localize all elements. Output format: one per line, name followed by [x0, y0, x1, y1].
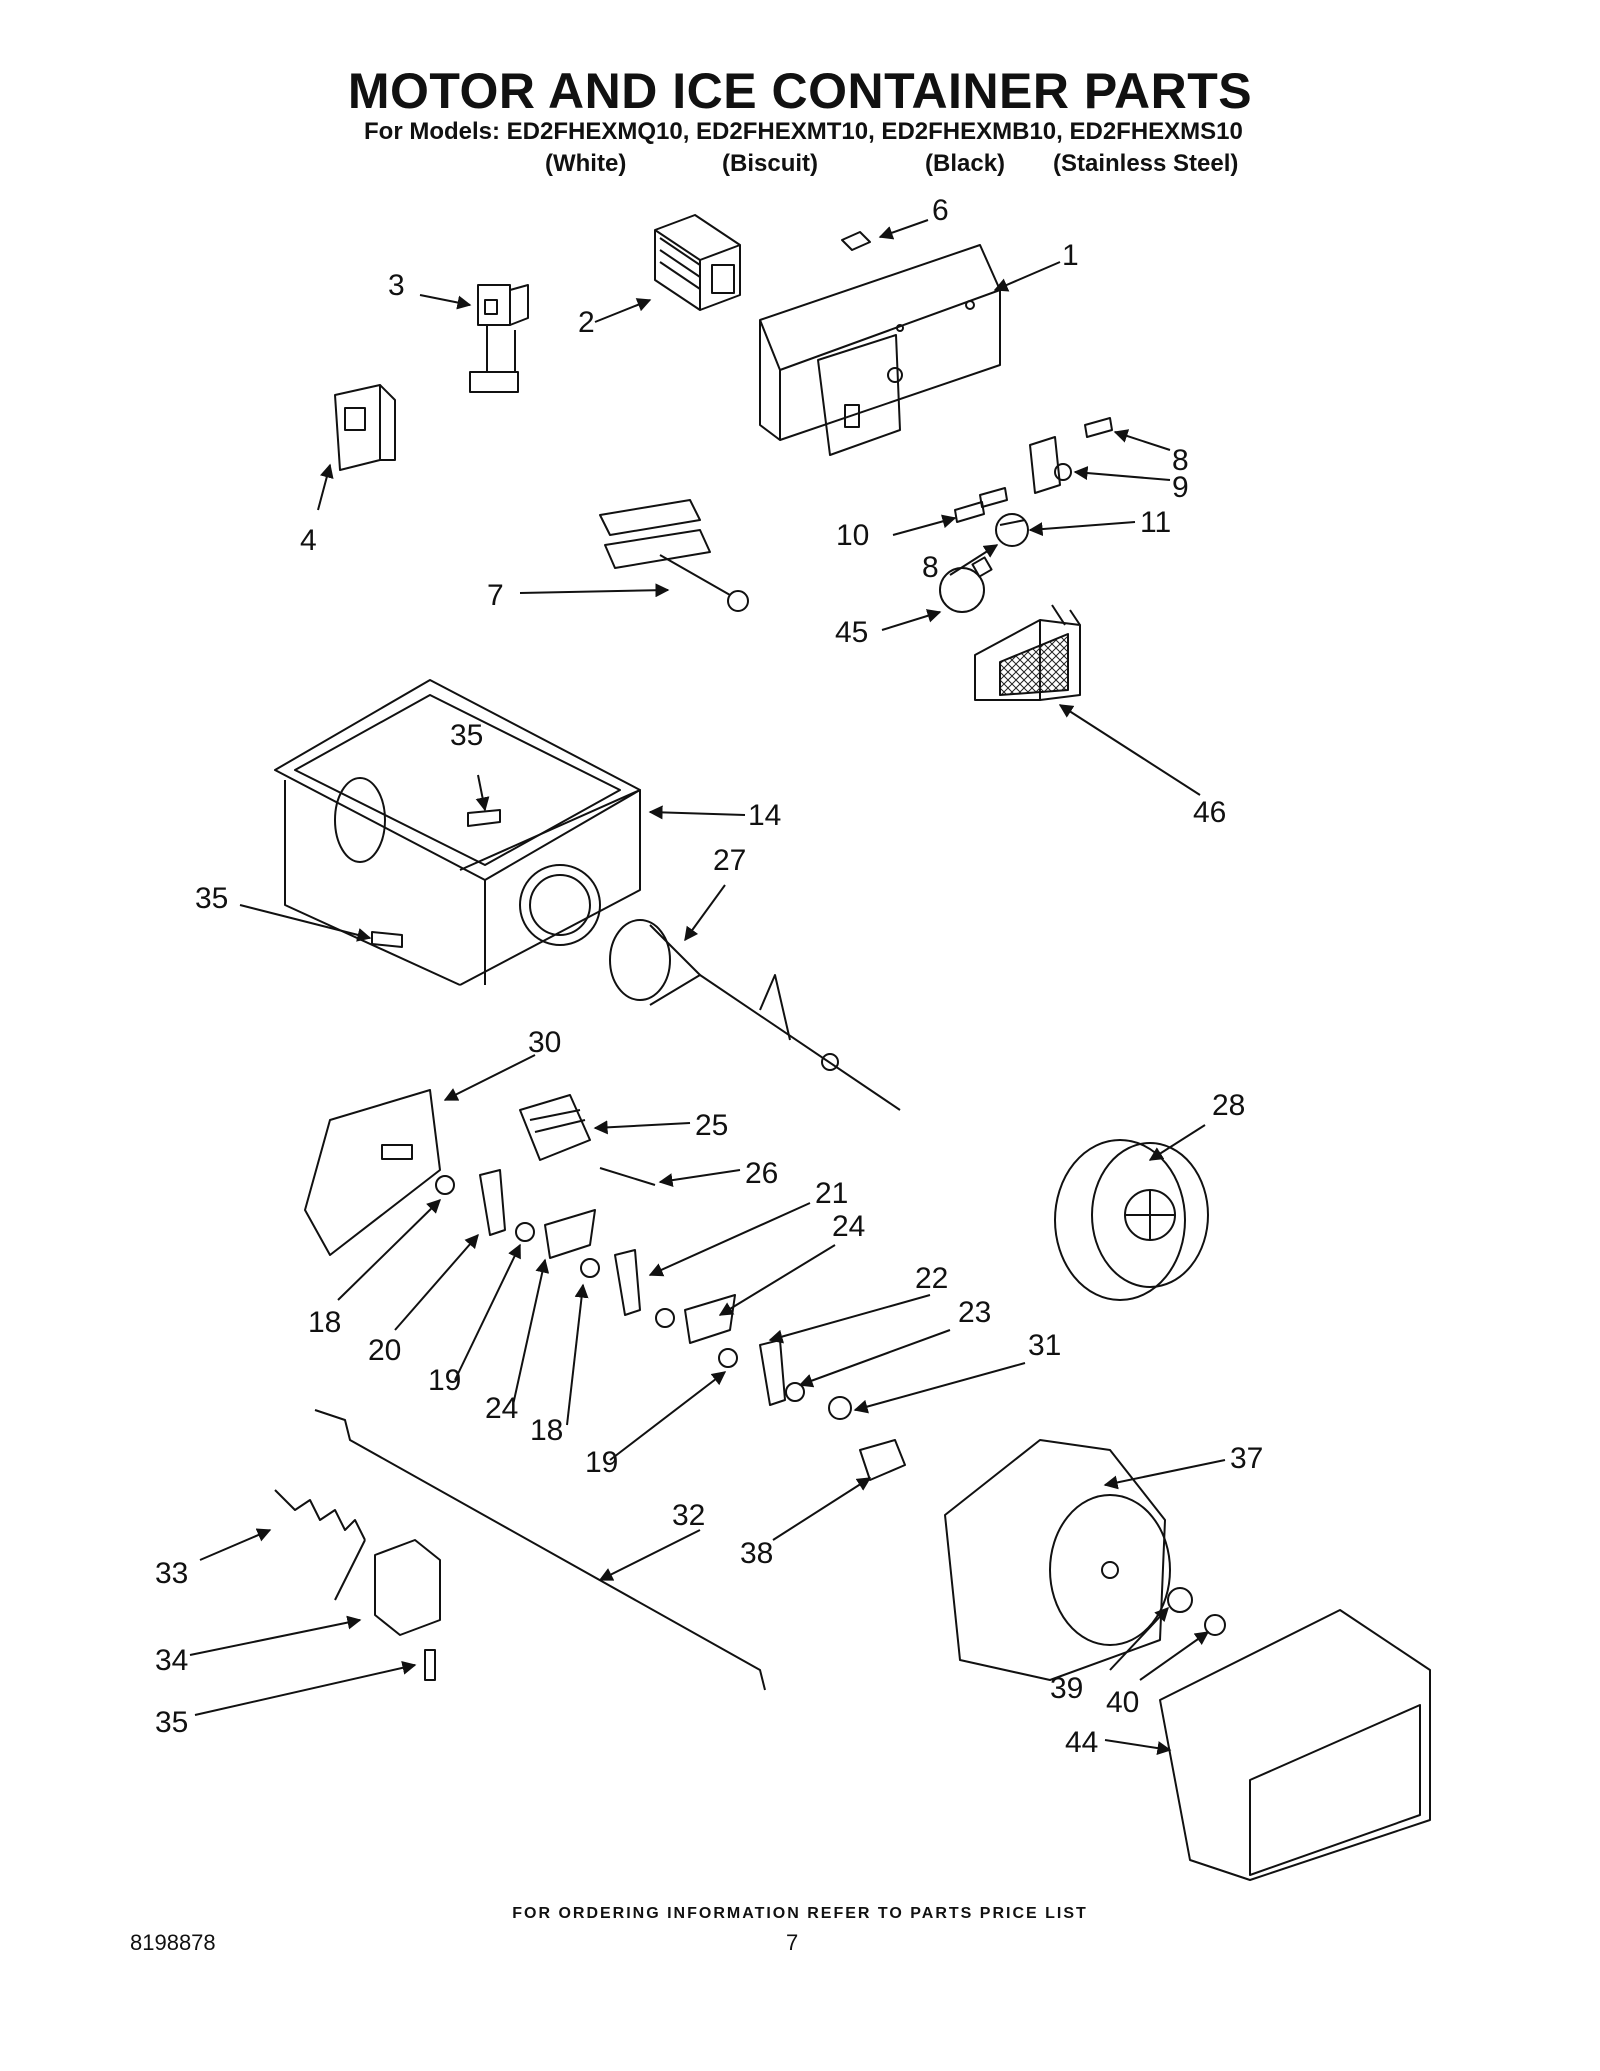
bushing [435, 1175, 455, 1195]
part-label: 7 [487, 579, 504, 612]
models-line: For Models: ED2FHEXMQ10, ED2FHEXMT10, ED… [364, 118, 1243, 145]
part-label: 11 [1140, 506, 1171, 539]
motor-housing-box [759, 244, 1001, 456]
screw [979, 487, 1008, 508]
wire-harness [599, 499, 749, 612]
part-label: 32 [672, 1499, 705, 1532]
pin [599, 1167, 656, 1186]
part-label: 6 [932, 194, 949, 227]
variant-white: (White) [545, 150, 627, 177]
washer [718, 1348, 738, 1368]
bushing [580, 1258, 600, 1278]
light-socket-bracket [1029, 436, 1072, 494]
bracket [334, 384, 396, 471]
part-label: 4 [300, 524, 317, 557]
part-label: 35 [450, 719, 483, 752]
screw [1084, 417, 1113, 438]
part-label: 2 [578, 306, 595, 339]
part-label: 20 [368, 1334, 401, 1367]
part-label: 38 [740, 1537, 773, 1570]
motor-cover [1159, 1609, 1431, 1881]
variant-biscuit: (Biscuit) [722, 150, 818, 177]
part-label: 25 [695, 1109, 728, 1142]
lever [614, 1249, 641, 1316]
part-label: 19 [428, 1364, 461, 1397]
nut [828, 1396, 852, 1420]
part-label: 26 [745, 1157, 778, 1190]
light-shield [974, 604, 1081, 701]
part-label: 24 [485, 1392, 518, 1425]
part-label: 34 [155, 1644, 188, 1677]
part-labels: 1 2 3 4 6 7 8 9 10 11 8 45 46 14 35 35 2… [155, 194, 1263, 1759]
part-label: 22 [915, 1262, 948, 1295]
variant-black: (Black) [925, 150, 1006, 177]
part-label: 46 [1193, 796, 1226, 829]
part-label: 18 [530, 1414, 563, 1447]
bushing [655, 1308, 675, 1328]
document-number: 8198878 [130, 1930, 216, 1955]
page-title: MOTOR AND ICE CONTAINER PARTS [347, 63, 1253, 119]
part-label: 19 [585, 1446, 618, 1479]
part-label: 1 [1062, 239, 1079, 272]
door-plate [304, 1089, 441, 1256]
solenoid-motor [654, 214, 741, 311]
drive-wheel [1054, 1139, 1209, 1301]
clip [841, 231, 871, 251]
lever [759, 1339, 786, 1406]
cam [684, 1294, 736, 1344]
lever [479, 1169, 506, 1236]
washer [1167, 1587, 1193, 1613]
leader-lines [189, 219, 1226, 1756]
light-socket [995, 513, 1029, 547]
part-label: 40 [1106, 1686, 1139, 1719]
e-ring [1204, 1614, 1226, 1636]
ice-container [274, 679, 641, 986]
auger-motor [944, 1439, 1171, 1681]
actuator-block [519, 1094, 591, 1161]
part-label: 21 [815, 1177, 848, 1210]
screw [954, 501, 985, 523]
screw [424, 1649, 436, 1681]
part-label: 31 [1028, 1329, 1061, 1362]
rod [314, 1409, 766, 1691]
ordering-note: FOR ORDERING INFORMATION REFER TO PARTS … [512, 1905, 1088, 1922]
part-label: 33 [155, 1557, 188, 1590]
spring [274, 1489, 366, 1601]
part-label: 8 [922, 551, 939, 584]
part-label: 30 [528, 1026, 561, 1059]
part-label: 35 [195, 882, 228, 915]
motor-strap [859, 1439, 906, 1481]
part-label: 37 [1230, 1442, 1263, 1475]
part-label: 27 [713, 844, 746, 877]
cam [544, 1209, 596, 1259]
part-label: 14 [748, 799, 781, 832]
part-label: 3 [388, 269, 405, 302]
part-label: 18 [308, 1306, 341, 1339]
spring-bracket [374, 1539, 441, 1636]
screw [467, 809, 501, 827]
part-label: 44 [1065, 1726, 1098, 1759]
variant-stainless-steel: (Stainless Steel) [1053, 150, 1239, 177]
part-label: 45 [835, 616, 868, 649]
part-label: 24 [832, 1210, 865, 1243]
washer [785, 1382, 805, 1402]
part-label: 9 [1172, 471, 1189, 504]
page-number: 7 [786, 1930, 799, 1955]
part-label: 39 [1050, 1672, 1083, 1705]
part-label: 10 [836, 519, 869, 552]
water-valve [469, 284, 529, 393]
part-label: 8 [1172, 444, 1189, 477]
part-label: 23 [958, 1296, 991, 1329]
part-label: 28 [1212, 1089, 1245, 1122]
washer [515, 1222, 535, 1242]
auger-shaft [609, 919, 901, 1111]
screw [371, 931, 403, 948]
part-label: 35 [155, 1706, 188, 1739]
